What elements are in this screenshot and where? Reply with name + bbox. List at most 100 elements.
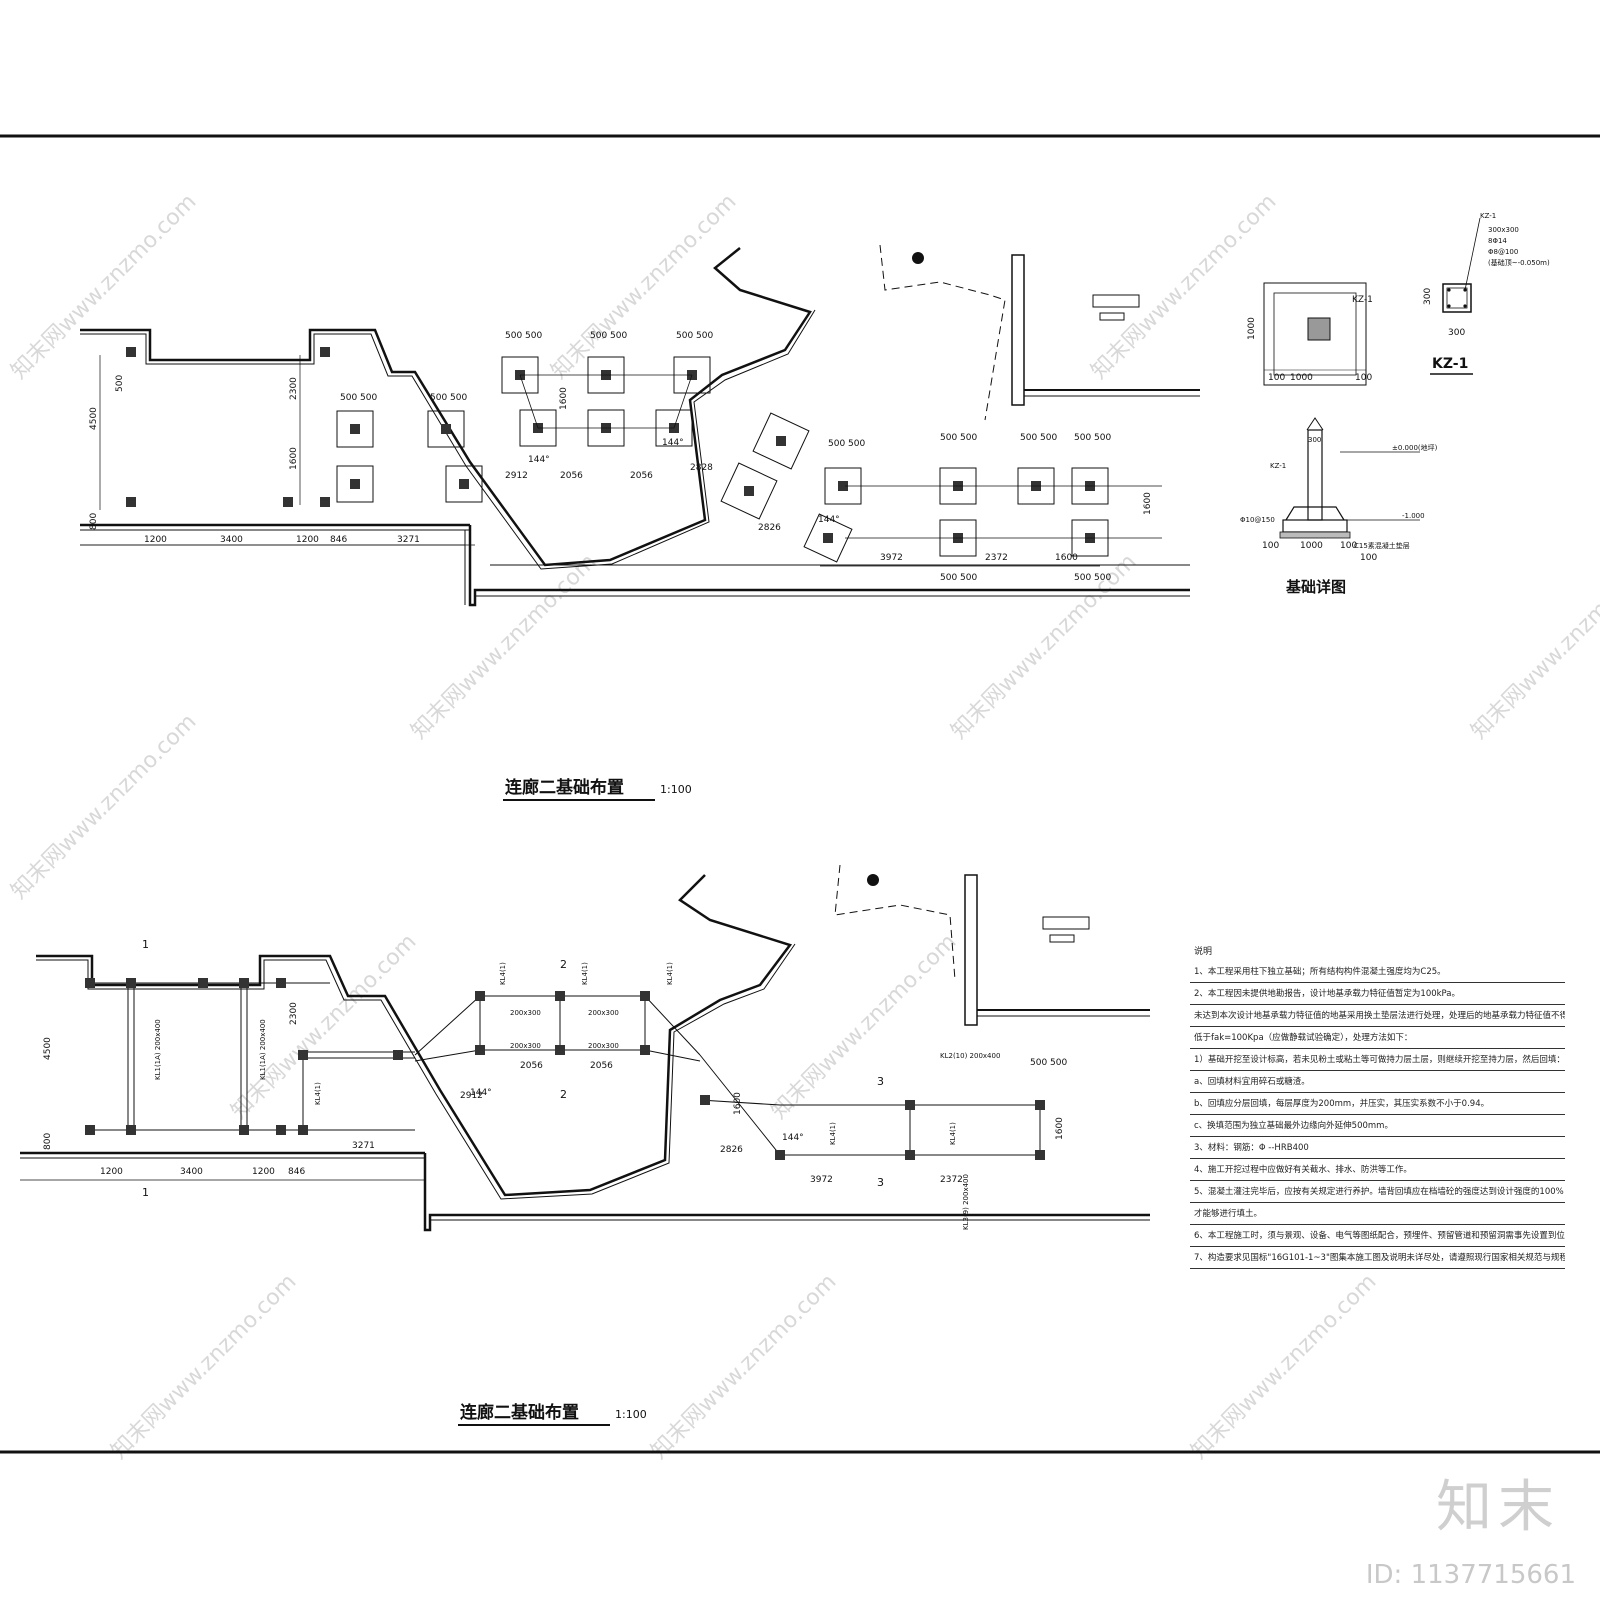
- angle-label: 144°: [818, 515, 840, 525]
- dim-label: 846: [288, 1167, 305, 1177]
- section-mark: 3: [877, 1176, 884, 1189]
- dim-label: 500: [115, 375, 125, 392]
- kz-title: KZ-1: [1432, 356, 1468, 372]
- plan-top-title: 连廊二基础布置: [505, 777, 624, 798]
- note-item: 6、本工程施工时，须与景观、设备、电气等图纸配合，预埋件、预留管道和预留洞需事先…: [1190, 1225, 1565, 1247]
- dim-label: 500 500: [828, 439, 865, 449]
- footing-group-left: [126, 347, 483, 507]
- section-mark: 1: [142, 938, 149, 951]
- dim-label: 500 500: [676, 331, 713, 341]
- watermark: 知末网www.znzmo.com: [1467, 549, 1600, 744]
- beam-label: KL4(1): [949, 1122, 957, 1145]
- angle-label: 144°: [470, 1088, 492, 1098]
- watermark: 知末网www.znzmo.com: [107, 1269, 302, 1464]
- beam-label: KL2(10) 200x400: [940, 1052, 1000, 1060]
- beam-label: KL4(1): [499, 962, 507, 985]
- dim-label: 1200: [252, 1167, 275, 1177]
- kz-spec: 300x300: [1488, 226, 1519, 234]
- dim-label: 500 500: [940, 573, 977, 583]
- plan-bottom: KL1(1A) 200x400 KL1(1A) 200x400 KL2(10) …: [20, 864, 1150, 1426]
- dim-label: 1200: [100, 1167, 123, 1177]
- kz-dim: 300: [1423, 288, 1433, 305]
- section-label: -1.000: [1402, 512, 1425, 520]
- dim-label: 1600: [733, 1092, 743, 1115]
- wall-inner: [36, 943, 796, 1200]
- dim-label: 3972: [810, 1175, 833, 1185]
- section-label: 300: [1308, 436, 1321, 444]
- note-item: 未达到本次设计地基承载力特征值的地基采用换土垫层法进行处理，处理后的地基承载力特…: [1190, 1005, 1565, 1027]
- watermark: 知末网www.znzmo.com: [547, 189, 742, 384]
- detail-dim: 1000: [1290, 373, 1313, 383]
- note-item: 7、构造要求见国标"16G101-1~3"图集本施工图及说明未详尽处，请遵照现行…: [1190, 1247, 1565, 1269]
- dim-label: 846: [330, 535, 347, 545]
- dim-label: 2372: [985, 553, 1008, 563]
- watermark: 知末网www.znzmo.com: [227, 929, 422, 1124]
- beam-label: 200x300: [588, 1009, 619, 1017]
- beam-label: KL1(1A) 200x400: [259, 1019, 267, 1080]
- note-item: 1）基础开挖至设计标高，若未见粉土或粘土等可做持力层土层，则继续开挖至持力层，然…: [1190, 1049, 1565, 1071]
- image-id-label: ID: 1137715661: [1365, 1560, 1576, 1590]
- dim-label: 2056: [630, 471, 653, 481]
- detail-label: KZ-1: [1352, 295, 1373, 305]
- footing-group-right: [824, 467, 1162, 557]
- section-mark: 2: [560, 958, 567, 971]
- section-mark: 3: [877, 1075, 884, 1088]
- dim-label: 500 500: [1074, 433, 1111, 443]
- dim-label: 1600: [1143, 492, 1153, 515]
- dim-label: 3400: [220, 535, 243, 545]
- dim-label: 1600: [1055, 1117, 1065, 1140]
- watermark: 知末网www.znzmo.com: [1187, 1269, 1382, 1464]
- watermark: 知末网www.znzmo.com: [7, 189, 202, 384]
- dim-label: 2826: [758, 523, 781, 533]
- section-label: ±0.000(地坪): [1392, 443, 1438, 452]
- dim-label: 4500: [89, 407, 99, 430]
- note-item: 3、材料：钢筋：Φ --HRB400: [1190, 1137, 1565, 1159]
- design-notes: 说明 1、本工程采用柱下独立基础；所有结构构件混凝土强度均为C25。 2、本工程…: [1190, 944, 1565, 1269]
- watermark: 知末网www.znzmo.com: [407, 549, 602, 744]
- watermark: 知末网www.znzmo.com: [7, 709, 202, 904]
- kz-spec: (基础顶~-0.050m): [1488, 258, 1550, 267]
- dim-label: 2826: [720, 1145, 743, 1155]
- dim-label: 500 500: [590, 331, 627, 341]
- section-mark: 2: [560, 1088, 567, 1101]
- wall-outline: [80, 247, 812, 567]
- dim-label: 2056: [520, 1061, 543, 1071]
- beam-label: 200x300: [588, 1042, 619, 1050]
- watermark: 知末网www.znzmo.com: [1087, 189, 1282, 384]
- beam-label: KL4(1): [666, 962, 674, 985]
- plan-bottom-title: 连廊二基础布置: [460, 1402, 579, 1423]
- foundation-detail: KZ-1 1000 1000 100 100 KZ-1 300x300 8Φ14…: [1240, 212, 1550, 596]
- dim-label: 1200: [296, 535, 319, 545]
- beam-label: KL4(1): [829, 1122, 837, 1145]
- section-label: Φ10@150: [1240, 516, 1275, 524]
- beam-label: KL3(9) 200x400: [962, 1174, 970, 1230]
- notes-heading: 说明: [1194, 947, 1213, 957]
- note-item: 低于fak=100Kpa（应做静载试验确定），处理方法如下：: [1190, 1027, 1565, 1049]
- brand-logo: 知末: [1436, 1475, 1560, 1540]
- dim-label: 500 500: [1020, 433, 1057, 443]
- dim-label: 500 500: [940, 433, 977, 443]
- note-item: b、回填应分层回填，每层厚度为200mm，并压实，其压实系数不小于0.94。: [1190, 1093, 1565, 1115]
- kz-spec: KZ-1: [1480, 212, 1496, 220]
- dim-label: 800: [89, 513, 99, 530]
- section-dim: 100: [1360, 553, 1377, 563]
- wall-outline: [36, 874, 793, 1197]
- angle-label: 144°: [528, 455, 550, 465]
- detail-dim: 1000: [1247, 317, 1257, 340]
- dim-label: 1600: [559, 387, 569, 410]
- note-item: 4、施工开挖过程中应做好有关截水、排水、防洪等工作。: [1190, 1159, 1565, 1181]
- section-dim: 1000: [1300, 541, 1323, 551]
- dim-label: 2828: [690, 463, 713, 473]
- dim-label: 800: [43, 1133, 53, 1150]
- dim-label: 2372: [940, 1175, 963, 1185]
- plan-bottom-scale: 1:100: [615, 1408, 647, 1421]
- section-dim: 100: [1262, 541, 1279, 551]
- dim-label: 1200: [144, 535, 167, 545]
- dim-label: 4500: [43, 1037, 53, 1060]
- detail-dim: 100: [1355, 373, 1372, 383]
- detail-dim: 100: [1268, 373, 1285, 383]
- beam-label: 200x300: [510, 1042, 541, 1050]
- note-item: 才能够进行填土。: [1190, 1203, 1565, 1225]
- dim-label: 2912: [460, 1091, 483, 1101]
- watermark: 知末网www.znzmo.com: [767, 929, 962, 1124]
